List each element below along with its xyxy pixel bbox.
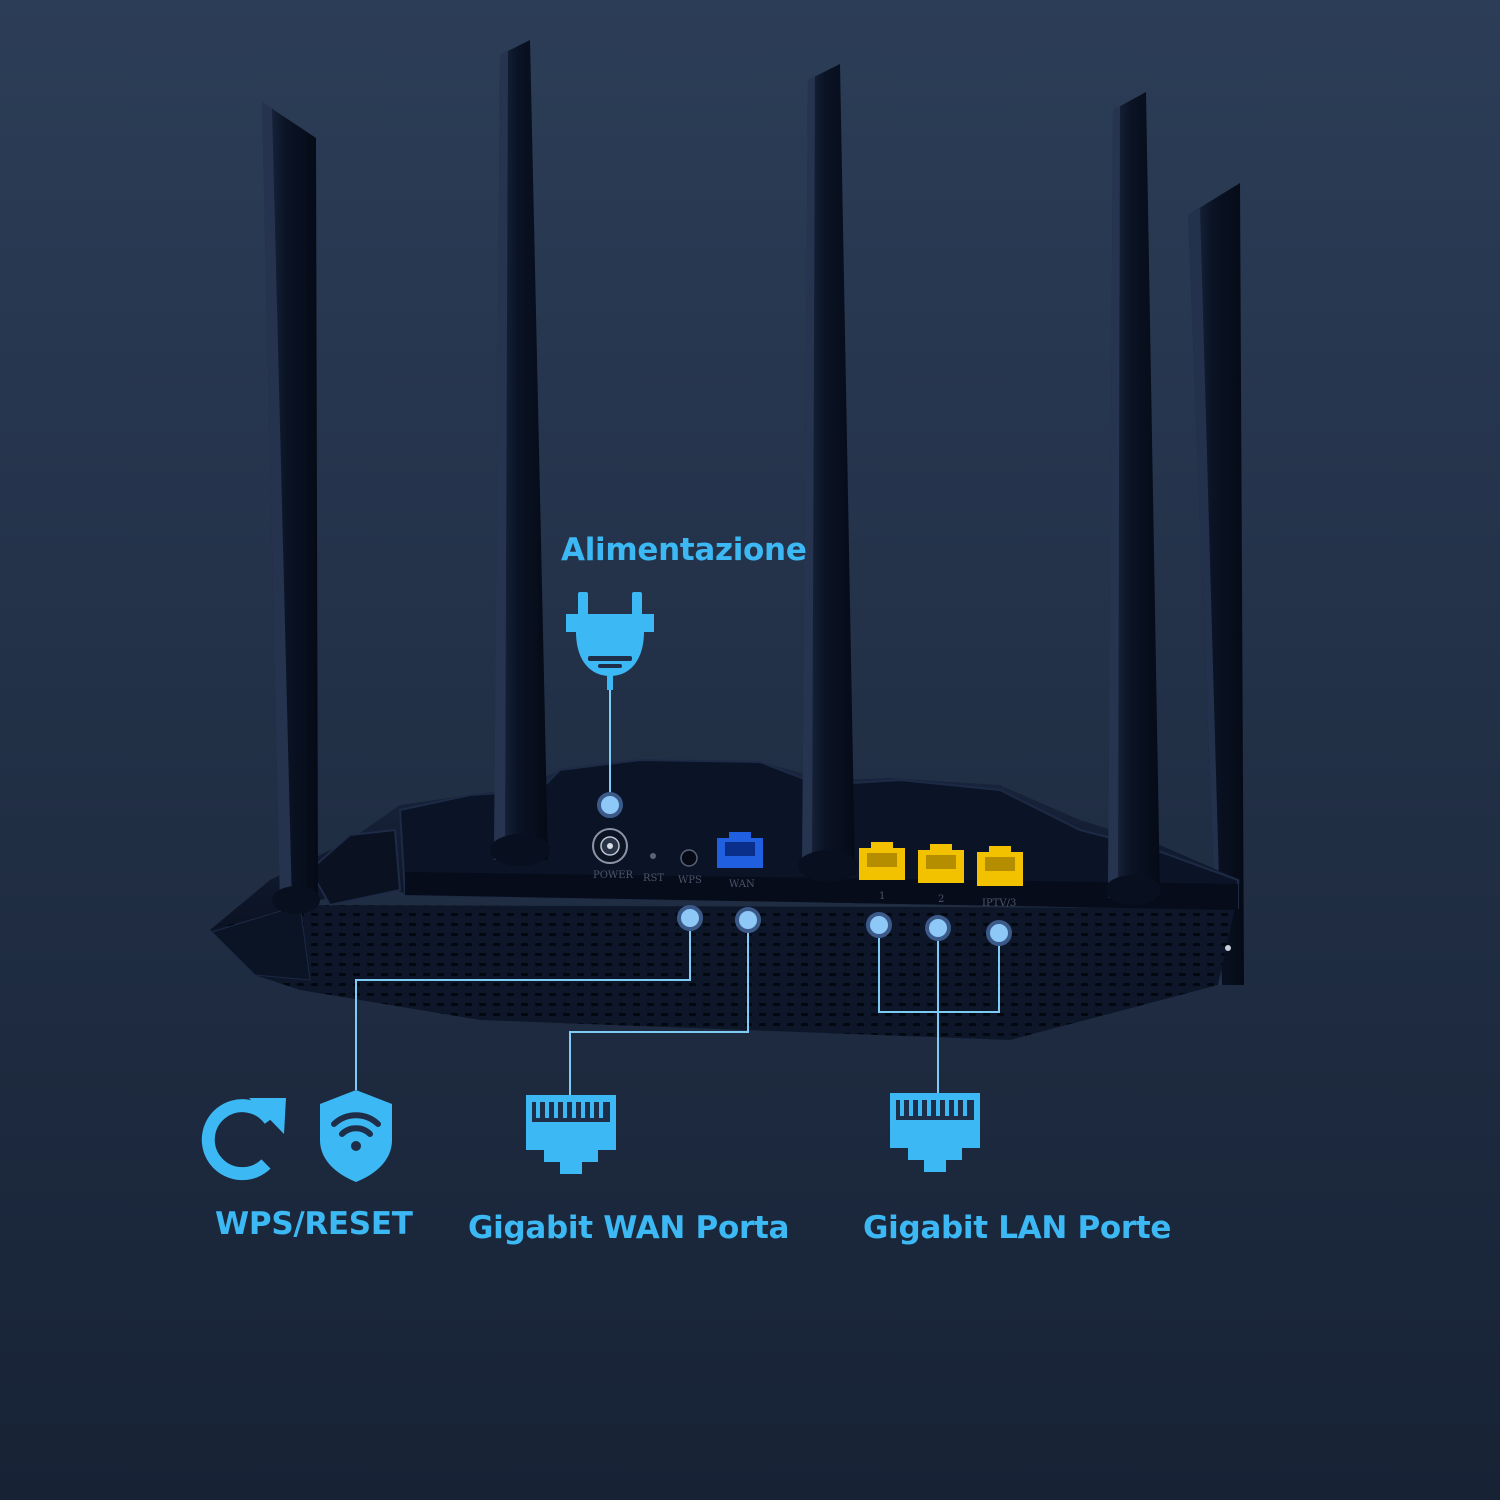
antenna-center-left (490, 40, 550, 866)
marker-power (597, 792, 623, 818)
port-label-lan1: 1 (879, 891, 885, 902)
callout-lines (355, 690, 1000, 1095)
router-port-panel: POWER RST WPS WAN 1 2 IPTV/3 (592, 828, 1023, 909)
lan-port-1 (859, 842, 905, 880)
wan-port-label: Gigabit WAN Porta (468, 1210, 790, 1246)
lan-ports-label: Gigabit LAN Porte (863, 1210, 1172, 1246)
antenna-far-right (1188, 183, 1244, 985)
port-label-iptv: IPTV/3 (982, 898, 1016, 909)
port-label-wps: WPS (678, 875, 702, 886)
marker-lan-2 (925, 915, 951, 941)
antenna-right (1105, 92, 1161, 905)
reset-arrow-icon (201, 1098, 286, 1181)
callout-markers (597, 792, 1012, 946)
port-label-lan2: 2 (938, 894, 944, 905)
power-jack (592, 828, 628, 864)
port-label-wan: WAN (729, 879, 755, 890)
port-label-power: POWER (593, 870, 634, 881)
marker-wps (677, 905, 703, 931)
wps-reset-label: WPS/RESET (215, 1206, 413, 1242)
rst-hole (650, 853, 656, 859)
port-label-rst: RST (643, 873, 664, 884)
wps-button (680, 849, 698, 867)
lan-port-2 (918, 844, 964, 883)
lan-port-3 (977, 846, 1023, 886)
marker-lan-3 (986, 920, 1012, 946)
marker-lan-1 (866, 912, 892, 938)
ethernet-port-icon-lan (890, 1093, 980, 1172)
power-label: Alimentazione (561, 532, 807, 568)
wan-port (717, 832, 763, 868)
ethernet-port-icon (526, 1095, 616, 1174)
wifi-shield-icon (320, 1090, 392, 1182)
antenna-left (262, 102, 320, 914)
antenna-center (798, 64, 858, 882)
power-plug-icon (566, 592, 654, 690)
marker-wan (735, 907, 761, 933)
